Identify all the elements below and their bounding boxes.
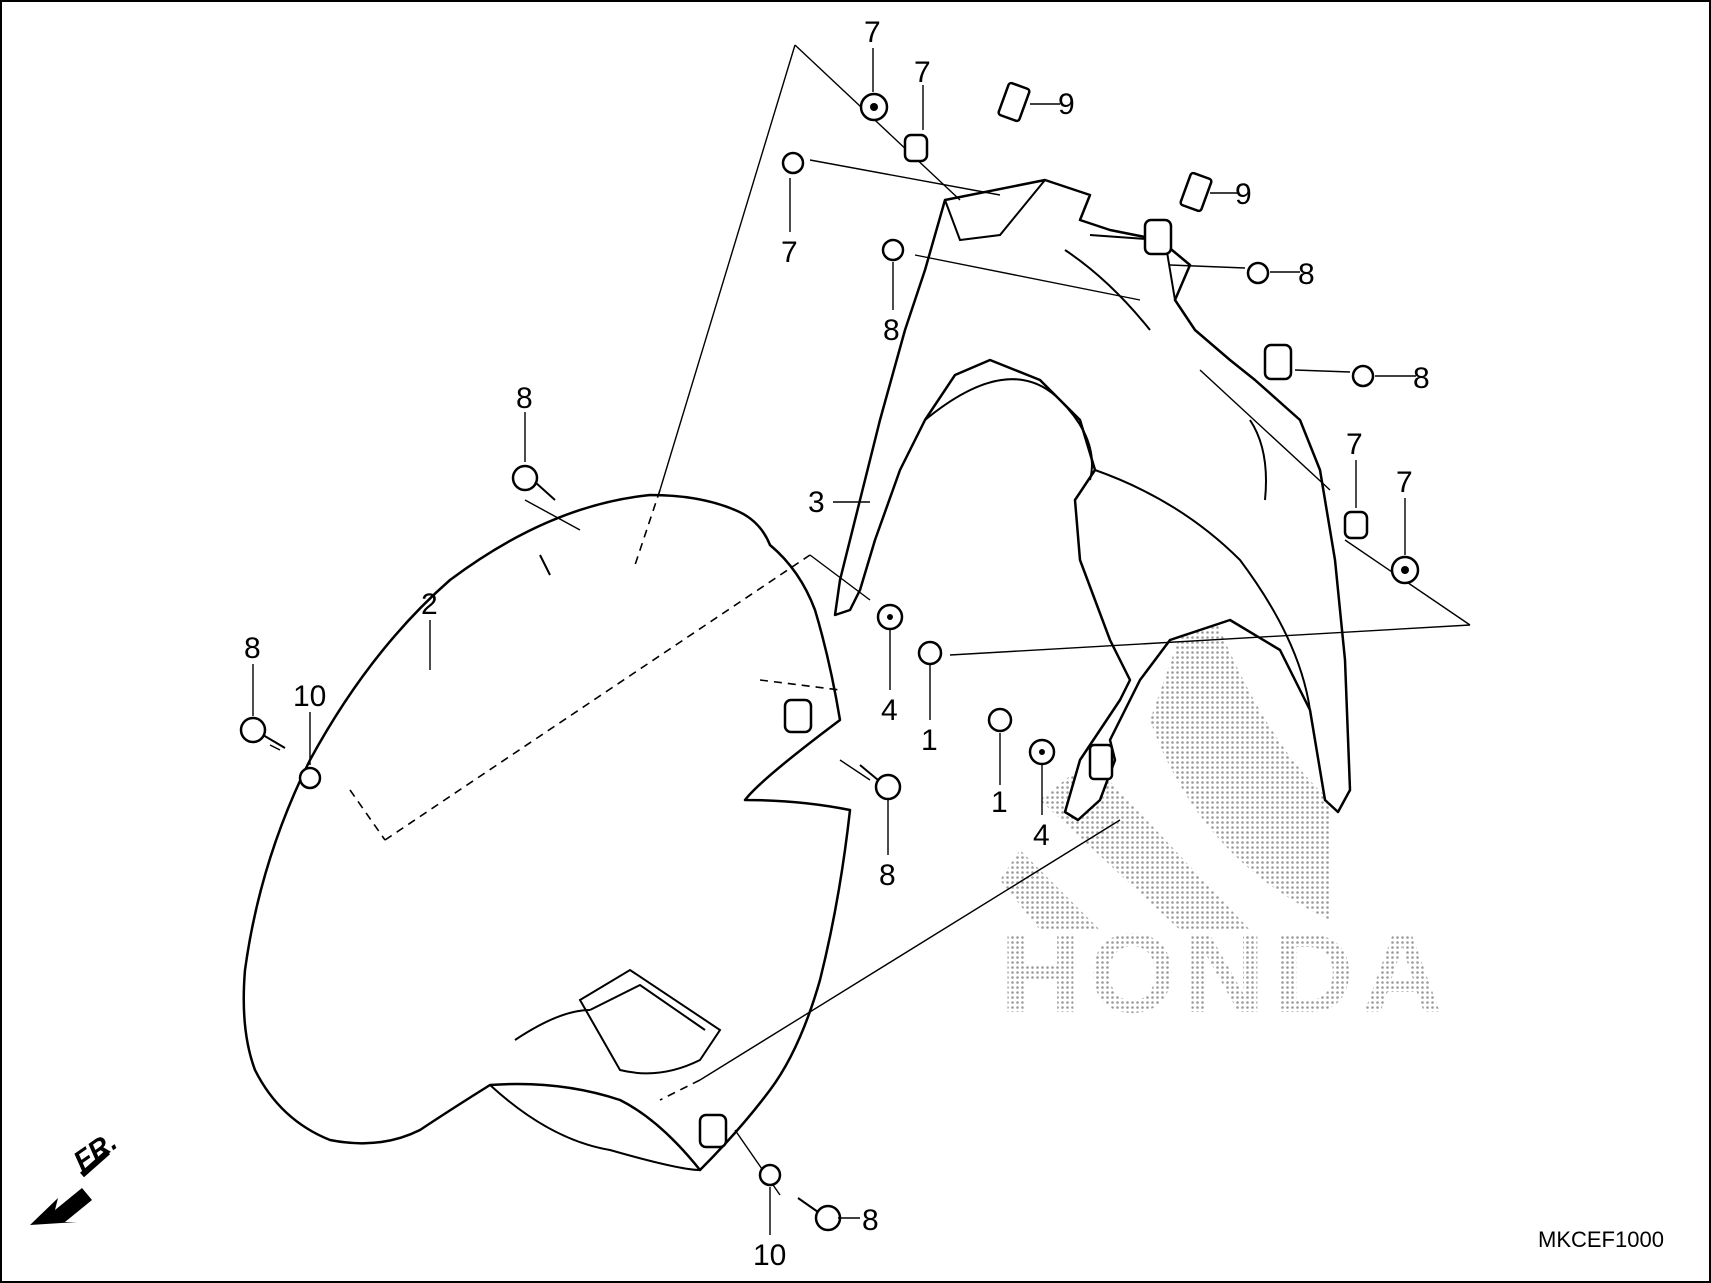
callout-9-top: 9 <box>1058 88 1075 121</box>
callout-8-mid: 8 <box>879 859 896 892</box>
callout-5-right: 7 <box>1396 466 1413 499</box>
callout-6-top: 7 <box>914 56 931 89</box>
callout-1-left: 1 <box>921 724 938 757</box>
front-direction-label: FR. <box>68 1126 123 1177</box>
callout-7-right-mid: 8 <box>1413 362 1430 395</box>
callout-3: 3 <box>808 486 825 519</box>
callout-labels: 7 7 9 9 7 8 8 8 7 7 8 3 2 8 10 4 1 1 4 8… <box>244 16 1430 1272</box>
callout-4-left: 4 <box>881 694 898 727</box>
callout-7-right-top: 8 <box>1298 258 1315 291</box>
callout-leaders <box>252 48 1416 1235</box>
hardware <box>239 81 1420 1232</box>
callout-8-top: 8 <box>516 382 533 415</box>
callout-10-bottom: 10 <box>753 1239 786 1272</box>
honda-watermark: HONDA <box>1000 911 1451 1036</box>
drawing-code: MKCEF1000 <box>1538 1227 1664 1252</box>
rear-mudguard-part-3 <box>833 178 1352 822</box>
front-direction-arrow: FR. <box>30 1126 122 1225</box>
callout-9-mid: 9 <box>1235 178 1252 211</box>
callout-2: 2 <box>421 588 438 621</box>
callout-5-top: 7 <box>864 16 881 49</box>
callout-10-left: 10 <box>293 680 326 713</box>
callout-7-left-mid: 8 <box>883 314 900 347</box>
callout-4-right: 4 <box>1033 819 1050 852</box>
callout-6-right: 7 <box>1346 428 1363 461</box>
callout-1-right: 1 <box>991 786 1008 819</box>
front-fender-part-2 <box>242 493 852 1172</box>
callout-7-left-top: 7 <box>781 236 798 269</box>
callout-8-left: 8 <box>244 632 261 665</box>
callout-8-bottom: 8 <box>862 1204 879 1237</box>
